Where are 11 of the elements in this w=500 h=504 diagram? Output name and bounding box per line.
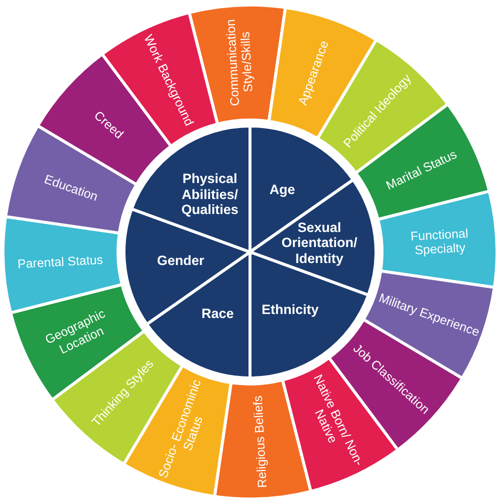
segment-label: Native Born/ Non-Native	[310, 371, 368, 470]
wedge-label: Gender	[156, 253, 204, 269]
wedge-label: Sexual Orientation/ Identity	[280, 220, 358, 266]
wedge-label: Race	[202, 306, 234, 322]
wedge-label: Physical Abilities/ Qualities	[180, 171, 240, 218]
segment-label: Communication Style/Skills	[222, 18, 257, 108]
segment-label: Functional Specialty	[409, 225, 470, 260]
wedge-label: Ethnicity	[262, 302, 319, 318]
wedge-label: Age	[270, 182, 296, 198]
segment-label: Religious Beliefs	[250, 395, 270, 488]
segment-label: Parental Status	[17, 252, 104, 272]
